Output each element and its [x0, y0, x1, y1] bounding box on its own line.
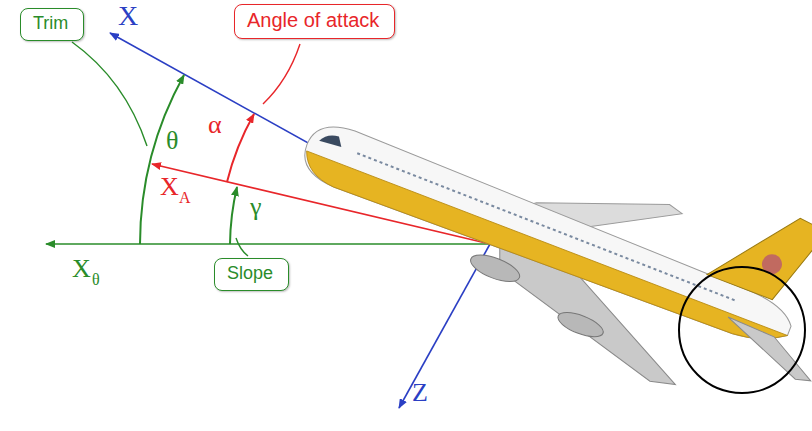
- alpha-leader: [263, 44, 300, 104]
- angle-symbol: γ: [250, 194, 262, 220]
- callout-text: Angle of attack: [247, 9, 382, 32]
- theta-arc: [140, 75, 184, 244]
- callout-text: Trim: [33, 13, 71, 34]
- callout-box: Trim: [20, 8, 84, 41]
- axis-letter: X: [118, 2, 138, 30]
- angle-symbol: θ: [166, 128, 178, 154]
- tail-highlight-circle: [679, 267, 805, 393]
- axis-letter: X: [160, 174, 179, 200]
- angle-symbol: α: [208, 112, 222, 138]
- horizon-axis: [46, 243, 500, 245]
- axis-letter: Z: [412, 380, 428, 406]
- callout-text: Slope: [227, 263, 276, 284]
- callout-box: Angle of attack: [234, 4, 395, 39]
- callout-box: Slope: [214, 258, 289, 291]
- slope-leader: [236, 238, 248, 256]
- trim-leader: [72, 42, 147, 146]
- axis-subscript: A: [179, 190, 191, 206]
- axis-letter: X: [72, 256, 91, 282]
- axis-subscript: θ: [92, 272, 100, 288]
- gamma-arc: [230, 187, 237, 244]
- alpha-arc: [227, 114, 254, 182]
- airplane: [272, 44, 812, 431]
